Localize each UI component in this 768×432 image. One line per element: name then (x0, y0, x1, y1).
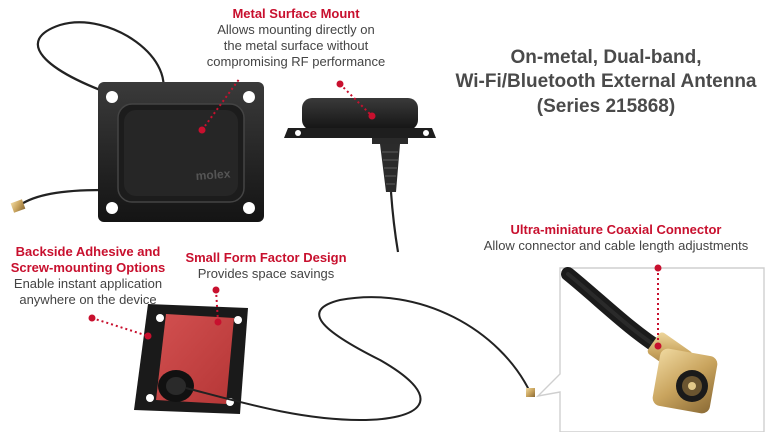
callout-backside-adhesive: Backside Adhesive and Screw-mounting Opt… (0, 244, 176, 307)
title-line: (Series 215868) (536, 95, 676, 117)
title-line: Wi-Fi/Bluetooth External Antenna (455, 71, 757, 93)
connector-small-bottom (526, 388, 535, 397)
leader-dots (88, 80, 662, 350)
callout-line: Allow connector and cable length adjustm… (483, 237, 749, 253)
title-line: On-metal, Dual-band, (510, 47, 702, 68)
callout-line: anywhere on the device (19, 291, 157, 307)
connector-small-top (10, 199, 26, 213)
connector-zoom-bubble (535, 267, 765, 432)
molex-logo: molex (195, 167, 231, 183)
callout-heading: Backside Adhesive and (15, 244, 161, 259)
callout-coaxial-connector: Ultra-miniature Coaxial Connector Allow … (468, 222, 764, 254)
leader-lines (91, 77, 659, 346)
callout-line: compromising RF performance (206, 53, 386, 69)
callout-line: Allows mounting directly on (217, 21, 375, 37)
antenna-cable-top (36, 21, 165, 101)
callout-heading: Metal Surface Mount (232, 6, 360, 21)
antenna-side-view (284, 98, 436, 253)
callout-line: the metal surface without (223, 37, 369, 53)
callout-line: Provides space savings (197, 265, 335, 281)
antenna-bottom-view (134, 304, 248, 414)
callout-small-form-factor: Small Form Factor Design Provides space … (176, 250, 356, 282)
page-title: On-metal, Dual-band, Wi-Fi/Bluetooth Ext… (448, 46, 764, 119)
antenna-cable-bottom (185, 296, 531, 422)
antenna-cable-top-left (19, 188, 103, 206)
callout-line: Enable instant application (13, 275, 163, 291)
callout-metal-surface-mount: Metal Surface Mount Allows mounting dire… (196, 6, 396, 69)
callout-heading: Screw-mounting Options (10, 259, 166, 275)
callout-heading: Ultra-miniature Coaxial Connector (510, 222, 722, 237)
callout-heading: Small Form Factor Design (185, 250, 347, 265)
antenna-top-view: molex (98, 82, 264, 222)
